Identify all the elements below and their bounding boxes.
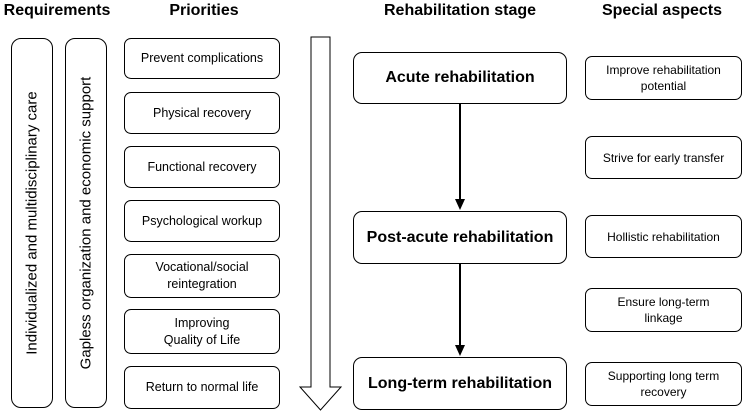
special-aspect-label: Hollistic rehabilitation (607, 229, 720, 244)
header-special-aspects: Special aspects (601, 2, 723, 19)
stage-label: Long-term rehabilitation (368, 374, 552, 392)
priority-flow-arrow (298, 36, 343, 411)
priority-improving-quality-of-life: Improving Quality of Life (124, 309, 280, 354)
priority-label: Psychological workup (141, 213, 263, 228)
special-aspect-label: Supporting long term recovery (607, 369, 720, 399)
priority-return-to-normal-life: Return to normal life (124, 366, 280, 409)
header-rehabilitation-stage: Rehabilitation stage (383, 2, 537, 19)
stage-label: Post-acute rehabilitation (366, 228, 554, 246)
stage-long-term-rehabilitation: Long-term rehabilitation (353, 357, 567, 410)
priority-vocational-social-reintegration: Vocational/social reintegration (124, 254, 280, 298)
requirement-gapless-organization: Gapless organization and economic suppor… (65, 38, 107, 408)
special-aspect-label: Strive for early transfer (602, 150, 725, 165)
stage-label: Acute rehabilitation (385, 69, 535, 86)
special-strive-for-early-transfer: Strive for early transfer (585, 136, 742, 179)
stage-post-acute-rehabilitation: Post-acute rehabilitation (353, 211, 567, 264)
priority-label: Physical recovery (153, 105, 251, 120)
special-improve-rehabilitation-potential: Improve rehabilitation potential (585, 56, 742, 100)
priority-physical-recovery: Physical recovery (124, 92, 280, 134)
special-supporting-long-term-recovery: Supporting long term recovery (585, 362, 742, 406)
special-aspect-label: Ensure long-term linkage (617, 295, 710, 325)
stage-acute-rehabilitation: Acute rehabilitation (353, 52, 567, 104)
header-requirements: Requirements (3, 2, 111, 19)
special-ensure-long-term-linkage: Ensure long-term linkage (585, 288, 742, 332)
priority-label: Improving Quality of Life (163, 315, 241, 347)
requirement-individualized-care: Individualized and multidisciplinary car… (11, 38, 53, 408)
priority-label: Return to normal life (145, 380, 259, 394)
priority-functional-recovery: Functional recovery (124, 146, 280, 188)
acute-to-postacute-arrow (455, 104, 465, 210)
priority-prevent-complications: Prevent complications (124, 38, 280, 79)
priority-psychological-workup: Psychological workup (124, 200, 280, 242)
priority-label: Vocational/social reintegration (155, 260, 249, 291)
priority-label: Functional recovery (147, 159, 257, 174)
special-aspect-label: Improve rehabilitation potential (606, 63, 721, 93)
special-hollistic-rehabilitation: Hollistic rehabilitation (585, 215, 742, 258)
priority-label: Prevent complications (140, 51, 264, 65)
header-priorities: Priorities (169, 2, 239, 19)
postacute-to-longterm-arrow (455, 264, 465, 356)
